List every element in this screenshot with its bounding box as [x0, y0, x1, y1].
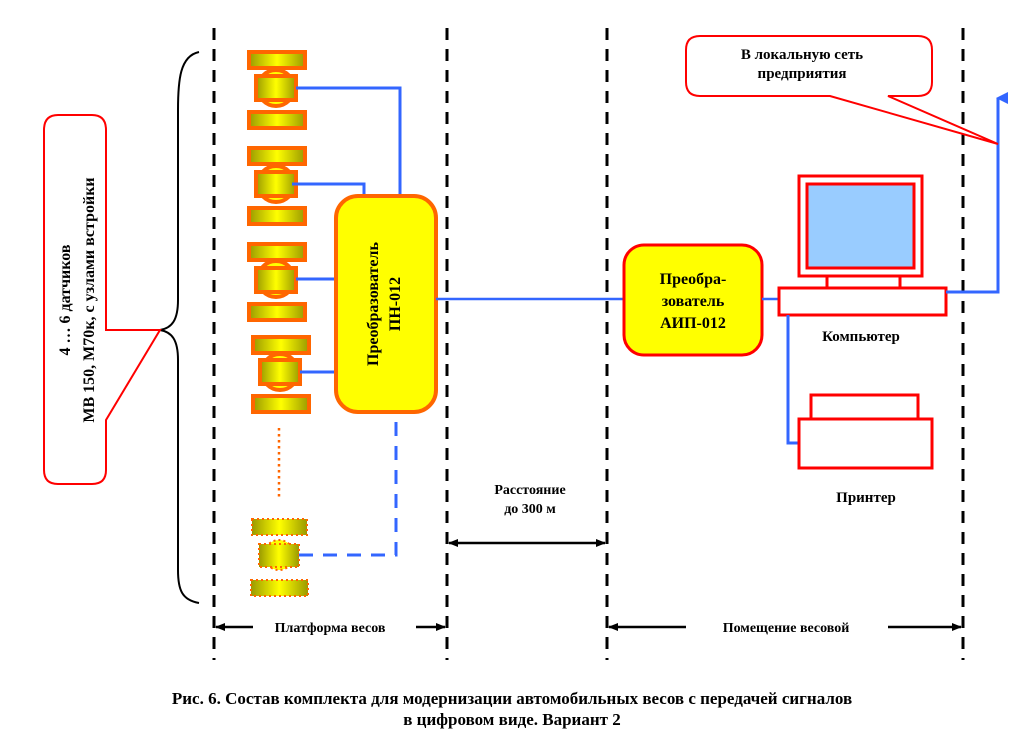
line-sensor-2: [292, 182, 366, 196]
lan-callout: В локальную сеть предприятия: [685, 35, 999, 145]
printer-icon: [797, 393, 934, 470]
line-computer-to-printer: [786, 315, 800, 445]
computer-icon: [777, 174, 948, 317]
converter-aip-line2: зователь: [662, 293, 725, 310]
lan-callout-line2: предприятия: [758, 66, 847, 82]
sensor-4: [251, 335, 311, 414]
converter-pn-line1: Преобразователь: [365, 242, 382, 366]
caption-line-1: Рис. 6. Состав комплекта для модернизаци…: [171, 689, 853, 708]
lan-callout-line1: В локальную сеть: [741, 47, 863, 63]
converter-aip-line1: Преобра-: [660, 271, 727, 288]
converter-aip-012: Преобра- зователь АИП-012: [622, 243, 764, 357]
sensor-signal-lines: [292, 86, 402, 557]
line-sensor-1: [296, 86, 402, 196]
sensors-callout-line1: 4 … 6 датчиков: [57, 244, 74, 355]
line-computer-to-lan: [946, 92, 1008, 294]
sensors-callout-line2: МВ 150, М70к, с узлами встройки: [81, 177, 98, 422]
sensors-callout: 4 … 6 датчиков МВ 150, М70к, с узлами вс…: [43, 114, 162, 485]
caption-line-2: в цифровом виде. Вариант 2: [403, 710, 621, 729]
sensor-optional: [250, 518, 309, 597]
printer-label: Принтер: [836, 490, 896, 506]
converter-pn-line2: ПН-012: [387, 277, 404, 331]
sensor-brace: [159, 51, 200, 604]
platform-zone-label: Платформа весов: [275, 621, 386, 636]
distance-line1: Расстояние: [494, 483, 565, 498]
room-zone-label: Помещение весовой: [723, 621, 850, 636]
distance-line2: до 300 м: [504, 502, 556, 517]
converter-pn-012: Преобразователь ПН-012: [334, 194, 438, 414]
sensor-3: [247, 242, 307, 322]
computer-label: Компьютер: [822, 329, 900, 345]
figure-caption: Рис. 6. Состав комплекта для модернизаци…: [0, 688, 1024, 730]
line-sensor-optional: [299, 412, 398, 557]
converter-aip-line3: АИП-012: [660, 315, 726, 332]
sensor-1: [247, 50, 307, 130]
sensor-2: [247, 146, 307, 226]
